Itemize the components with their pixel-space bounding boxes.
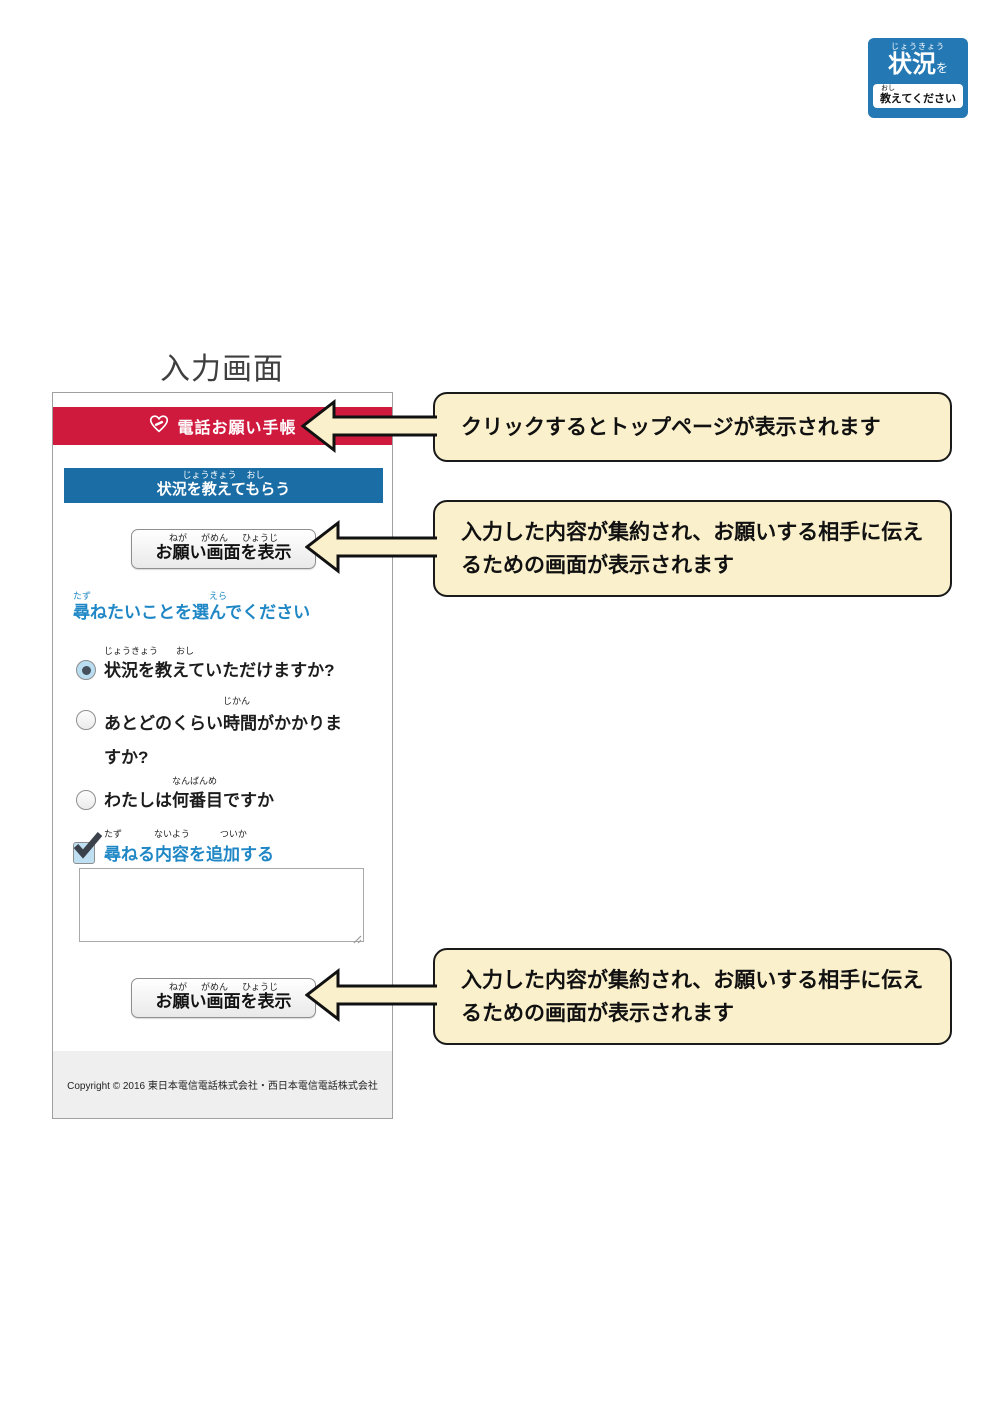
callout-request-screen-top: 入力した内容が集約され、お願いする相手に伝えるための画面が表示されます: [433, 500, 952, 597]
radio-option-queue-position: なんばんめ わたしは何番目ですか: [76, 776, 274, 814]
radio-option-situation: じょうきょう おし 状況を教えていただけますか?: [76, 646, 335, 684]
badge-particle: を: [935, 61, 948, 75]
option-label[interactable]: わたしは何番目ですか: [104, 791, 274, 810]
callout-text: クリックするとトップページが表示されます: [461, 415, 881, 439]
furigana: ねが: [168, 982, 187, 992]
option-label[interactable]: 状況を教えていただけますか?: [104, 661, 335, 680]
heading-label: 尋ねたいことを選んでください: [73, 603, 311, 622]
section-bar: じょうきょう おし 状況を教えてもらう: [64, 468, 383, 503]
phone-footer: Copyright © 2016 東日本電信電話株式会社・西日本電信電話株式会社: [53, 1051, 392, 1118]
add-content-checkbox[interactable]: [73, 841, 95, 864]
situation-corner-badge: じょうきょう 状況を おし 教えてください: [868, 38, 968, 118]
option-furigana: じかん: [223, 696, 354, 707]
copyright-text: Copyright © 2016 東日本電信電話株式会社・西日本電信電話株式会社: [67, 1081, 378, 1092]
furigana: おし: [176, 646, 195, 656]
furigana: なんばんめ: [172, 776, 218, 786]
left-arrow-icon: [305, 519, 437, 575]
callout-text: 入力した内容が集約され、お願いする相手に伝えるための画面が表示されます: [461, 968, 924, 1025]
furigana: じかん: [223, 696, 251, 706]
furigana: えら: [209, 591, 228, 601]
heading-furigana: たず えら: [73, 591, 310, 602]
show-request-screen-button-top[interactable]: ねが がめん ひょうじ お願い画面を表示: [131, 529, 316, 569]
callout-text: 入力した内容が集約され、お願いする相手に伝えるための画面が表示されます: [461, 520, 924, 577]
section-bar-furigana: じょうきょう おし: [64, 470, 383, 481]
checkbox-label[interactable]: 尋ねる内容を追加する: [104, 845, 274, 864]
radio-dot: [81, 665, 91, 675]
radio-button[interactable]: [76, 790, 96, 810]
section-bar-label: 状況を教えてもらう: [156, 481, 291, 498]
furigana: ねが: [168, 533, 187, 543]
button-furigana: ねが がめん ひょうじ: [132, 982, 315, 992]
option-label[interactable]: あとどのくらい時間がかかりますか?: [104, 714, 342, 767]
button-furigana: ねが がめん ひょうじ: [132, 533, 315, 543]
left-arrow-icon: [305, 967, 437, 1023]
furigana: じょうきょう: [182, 470, 237, 480]
callout-top-page: クリックするとトップページが表示されます: [433, 392, 952, 462]
badge-inner-box: おし 教えてください: [873, 84, 963, 108]
left-arrow-icon: [301, 398, 437, 454]
furigana: じょうきょう: [104, 646, 159, 656]
furigana: ひょうじ: [242, 533, 279, 543]
radio-button[interactable]: [76, 710, 96, 730]
callout-request-screen-bottom: 入力した内容が集約され、お願いする相手に伝えるための画面が表示されます: [433, 948, 952, 1045]
button-label: お願い画面を表示: [155, 543, 292, 562]
question-heading: たず えら 尋ねたいことを選んでください: [73, 591, 310, 623]
checkbox-furigana: たず ないよう ついか: [73, 829, 274, 840]
app-title: 電話お願い手帳: [177, 420, 297, 437]
badge-inner-furigana: おし: [881, 85, 895, 92]
badge-main-text: 状況を: [868, 52, 968, 81]
furigana: ひょうじ: [242, 982, 279, 992]
show-request-screen-button-bottom[interactable]: ねが がめん ひょうじ お願い画面を表示: [131, 978, 316, 1018]
badge-kanji: 状況: [887, 51, 936, 78]
furigana: がめん: [200, 982, 228, 992]
page-title: 入力画面: [160, 353, 284, 386]
furigana: がめん: [200, 533, 228, 543]
furigana: ないよう: [154, 829, 190, 839]
furigana: ついか: [219, 829, 247, 839]
app-header[interactable]: 電話お願い手帳: [53, 407, 392, 445]
option-furigana: なんばんめ: [172, 776, 274, 787]
furigana: おし: [246, 470, 265, 480]
radio-button-selected[interactable]: [76, 660, 96, 680]
badge-furigana: じょうきょう: [891, 42, 945, 51]
furigana: たず: [104, 829, 123, 839]
heart-phone-icon: [148, 413, 170, 440]
radio-option-time: じかん あとどのくらい時間がかかりますか?: [76, 696, 354, 775]
badge-inner-label: 教えてください: [879, 93, 957, 105]
add-content-section: たず ないよう ついか 尋ねる内容を追加する: [73, 829, 274, 865]
additional-question-textarea[interactable]: [79, 868, 364, 942]
option-furigana: じょうきょう おし: [104, 646, 335, 657]
button-label: お願い画面を表示: [155, 992, 292, 1011]
furigana: たず: [73, 591, 92, 601]
